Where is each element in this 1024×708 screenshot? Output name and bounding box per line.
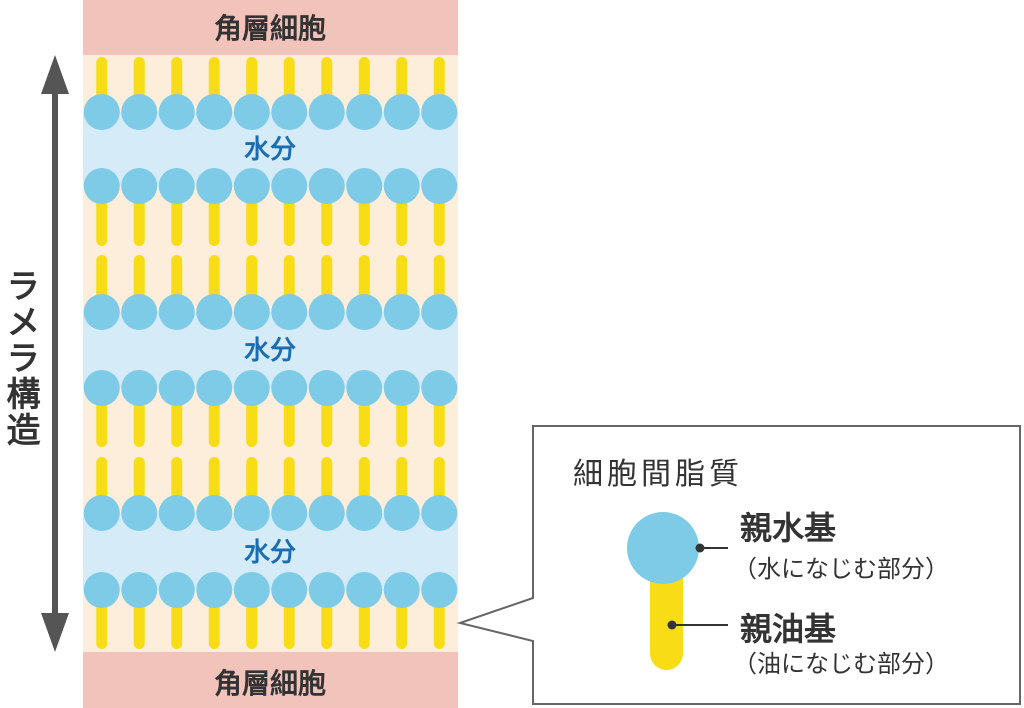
lipid-head: [121, 572, 158, 608]
corneocyte-top-label: 角層細胞: [214, 12, 326, 45]
lipid-head: [121, 370, 158, 406]
lipid-head: [346, 94, 383, 130]
lipid-head: [383, 94, 420, 130]
lipid-head: [383, 294, 420, 330]
hydrophilic-label: 親水基: [740, 509, 836, 547]
lipid-head: [233, 572, 270, 608]
lipid-head: [308, 370, 345, 406]
water-label: 水分: [244, 336, 296, 366]
lipid-head: [196, 294, 233, 330]
hydrophilic-note: （水になじむ部分）: [733, 555, 949, 583]
callout-box: [456, 425, 1021, 705]
lipid-head: [196, 168, 233, 204]
lipid-head: [83, 495, 120, 531]
lipid-head: [346, 168, 383, 204]
lipid-head: [308, 168, 345, 204]
lipid-head: [421, 94, 458, 130]
lipid-head: [383, 168, 420, 204]
lipid-head: [158, 370, 195, 406]
lipid-head: [158, 168, 195, 204]
lipid-head: [233, 495, 270, 531]
legend-title: 細胞間脂質: [573, 457, 743, 492]
lipid-head: [233, 94, 270, 130]
legend-lipid-head: [627, 512, 699, 584]
lipid-head: [233, 370, 270, 406]
lipid-heads: [83, 94, 458, 608]
lipid-head: [83, 294, 120, 330]
lipid-head: [271, 370, 308, 406]
legend-callout: 細胞間脂質 親水基 （水になじむ部分） 親油基 （油になじむ部分）: [456, 425, 1021, 705]
skin-column: 角層細胞 水分 水分 水分 角層細胞: [83, 0, 458, 708]
lipid-head: [196, 94, 233, 130]
lipid-head: [196, 495, 233, 531]
lipid-head: [421, 370, 458, 406]
lipid-head: [158, 294, 195, 330]
water-label: 水分: [244, 135, 296, 165]
lipid-head: [308, 572, 345, 608]
lipid-head: [421, 495, 458, 531]
lipid-head: [271, 94, 308, 130]
lipid-head: [346, 370, 383, 406]
lipid-head: [271, 168, 308, 204]
lipid-head: [196, 572, 233, 608]
lipid-head: [196, 370, 233, 406]
lipid-head: [233, 168, 270, 204]
lipid-head: [308, 495, 345, 531]
lipid-head: [346, 294, 383, 330]
lipid-head: [83, 572, 120, 608]
lipid-head: [346, 495, 383, 531]
lipid-head: [421, 572, 458, 608]
corneocyte-bottom-label: 角層細胞: [214, 667, 326, 700]
lamellar-span-arrow: [41, 55, 69, 652]
lipid-head: [121, 94, 158, 130]
lipid-head: [271, 572, 308, 608]
corneocyte-top: [83, 0, 458, 55]
lipid-head: [383, 370, 420, 406]
lipid-head: [346, 572, 383, 608]
lipophilic-note: （油になじむ部分）: [733, 650, 949, 678]
lipid-head: [421, 294, 458, 330]
lipid-head: [271, 294, 308, 330]
water-label: 水分: [244, 538, 296, 568]
arrow-head-top: [41, 55, 69, 94]
lipid-head: [121, 168, 158, 204]
lipid-head: [308, 94, 345, 130]
lipid-head: [158, 495, 195, 531]
lipid-head: [83, 168, 120, 204]
lipid-head: [383, 495, 420, 531]
lamellar-structure-label: ラメラ構造: [0, 268, 40, 448]
lipid-head: [271, 495, 308, 531]
lipophilic-label: 親油基: [740, 610, 836, 648]
lipid-head: [421, 168, 458, 204]
lipid-head: [158, 572, 195, 608]
lipid-head: [308, 294, 345, 330]
lipid-head: [83, 370, 120, 406]
legend-lipid-tail: [650, 556, 683, 670]
lipid-head: [121, 495, 158, 531]
lipid-head: [233, 294, 270, 330]
arrow-head-bottom: [41, 613, 69, 652]
lipid-head: [121, 294, 158, 330]
lipid-head: [158, 94, 195, 130]
lipid-head: [83, 94, 120, 130]
lipid-head: [383, 572, 420, 608]
corneocyte-bottom: [83, 652, 458, 708]
